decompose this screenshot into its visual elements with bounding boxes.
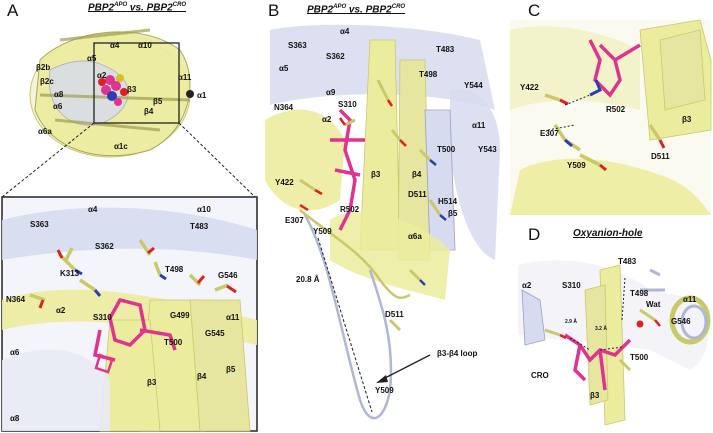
c-label: Y422: [520, 83, 539, 92]
b-label: α6a: [408, 232, 422, 241]
d-label: 2.9 Å: [565, 319, 577, 325]
a-ov-label: α1: [197, 91, 207, 100]
d-label: S310: [562, 281, 581, 290]
b-label: Y509: [375, 386, 394, 395]
b-label: α9: [326, 88, 336, 97]
d-label: β3: [590, 391, 600, 400]
b-label: D511: [385, 310, 404, 319]
a-ov-label: β4: [144, 107, 154, 116]
a-zoom-label: S310: [93, 313, 112, 322]
panel-b-title: PBP2APO vs. PBP2CRO: [307, 4, 406, 16]
panel-a-overview: [1, 28, 256, 198]
a-zoom-label: α2: [56, 306, 66, 315]
a-zoom-label: G546: [218, 271, 238, 280]
d-label: 3.2 Å: [595, 326, 607, 332]
a-ov-label: β5: [153, 97, 163, 106]
a-zoom-label: S363: [30, 220, 49, 229]
a-ov-label: β3: [127, 85, 137, 94]
a-ov-label: β2b: [36, 63, 51, 72]
panel-d-title: Oxyanion-hole: [573, 228, 643, 239]
a-zoom-label: G499: [170, 311, 190, 320]
a-zoom-label: G545: [205, 329, 225, 338]
a-zoom-label: N364: [6, 295, 26, 304]
panel-b-art: [262, 18, 502, 433]
a-zoom-label: α8: [10, 414, 20, 423]
panel-c-art: [510, 19, 712, 215]
b-label: H514: [438, 197, 458, 206]
a-zoom-label: α4: [88, 205, 98, 214]
a-ov-label: α4: [110, 41, 120, 50]
panel-c-letter: C: [528, 1, 541, 20]
b-label: α5: [279, 64, 289, 73]
b-label: S363: [288, 41, 307, 50]
a-zoom-label: T483: [190, 222, 209, 231]
a-ov-label: α6a: [38, 127, 52, 136]
c-label: D511: [651, 152, 670, 161]
a-ov-label: α1c: [114, 142, 128, 151]
b-label: E307: [285, 216, 304, 225]
b-label: T483: [436, 45, 455, 54]
panel-b-letter: B: [268, 1, 280, 20]
b-label: T498: [419, 70, 438, 79]
b-label: α11: [472, 121, 486, 130]
a-ov-label: α6: [53, 102, 63, 111]
a-ov-label: α11: [178, 73, 192, 82]
a-zoom-label: β5: [226, 365, 236, 374]
b-label: Y422: [275, 178, 294, 187]
a-ov-label: α5: [87, 54, 97, 63]
b-label: β5: [448, 209, 458, 218]
c-label: β3: [682, 115, 692, 124]
b-label: S310: [338, 100, 357, 109]
c-label: Y509: [567, 161, 586, 170]
b-label: N364: [274, 103, 294, 112]
d-label: α11: [683, 295, 697, 304]
a-zoom-label: α6: [10, 348, 20, 357]
b-label: Y509: [313, 227, 332, 236]
a-zoom-label: S362: [95, 242, 114, 251]
a-zoom-label: α10: [197, 205, 211, 214]
b-label: 20.8 Å: [296, 275, 320, 284]
b-label: S362: [326, 52, 345, 61]
b-label: Y543: [478, 145, 497, 154]
c-label: E307: [540, 129, 559, 138]
c-label: R502: [606, 105, 626, 114]
d-label: T500: [630, 353, 649, 362]
b-label: β3-β4 loop: [437, 349, 478, 358]
a-ov-label: α2: [97, 71, 107, 80]
panel-a-zoom: [1, 196, 258, 432]
b-label: β3: [371, 170, 381, 179]
b-label: D511: [408, 190, 427, 199]
a-zoom-label: β4: [197, 372, 207, 381]
b-label: α2: [322, 115, 332, 124]
a-zoom-label: T498: [165, 265, 184, 274]
d-label: Wat: [646, 300, 661, 309]
a-zoom-label: β3: [147, 378, 157, 387]
a-ov-label: β2c: [40, 77, 54, 86]
d-label: α2: [522, 281, 532, 290]
a-ov-label: α10: [138, 41, 152, 50]
a-zoom-label: T500: [164, 338, 183, 347]
panel-a-title: PBP2APO vs. PBP2CRO: [88, 2, 187, 14]
b-label: β4: [412, 170, 422, 179]
b-label: Y544: [464, 81, 483, 90]
b-label: T500: [437, 145, 456, 154]
d-label: CRO: [531, 371, 549, 380]
d-label: G546: [671, 317, 691, 326]
a-ov-label: α8: [54, 90, 64, 99]
a-zoom-label: α11: [226, 313, 240, 322]
b-label: R502: [340, 205, 360, 214]
d-label: T483: [618, 257, 637, 266]
b-label: α4: [340, 27, 350, 36]
panel-d-art: [518, 260, 711, 426]
panel-d-letter: D: [528, 225, 541, 244]
a-zoom-label: K313: [60, 269, 80, 278]
panel-a-letter: A: [7, 1, 19, 20]
d-label: T498: [630, 289, 649, 298]
